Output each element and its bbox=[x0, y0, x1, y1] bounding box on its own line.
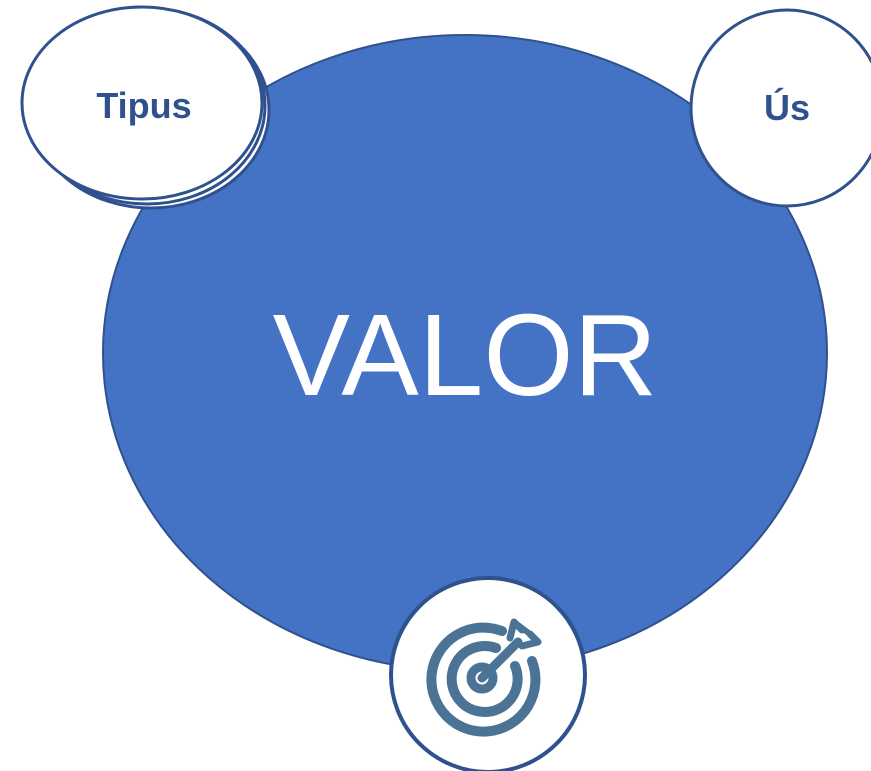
satellite-tipus: Tipus bbox=[20, 5, 271, 210]
center-label: VALOR bbox=[273, 290, 658, 420]
target-badge bbox=[389, 576, 587, 771]
target-arrow-icon bbox=[426, 618, 542, 737]
satellite-us: Ús bbox=[689, 8, 871, 208]
satellite-tipus-label: Tipus bbox=[96, 85, 191, 126]
satellite-us-label: Ús bbox=[764, 86, 810, 128]
